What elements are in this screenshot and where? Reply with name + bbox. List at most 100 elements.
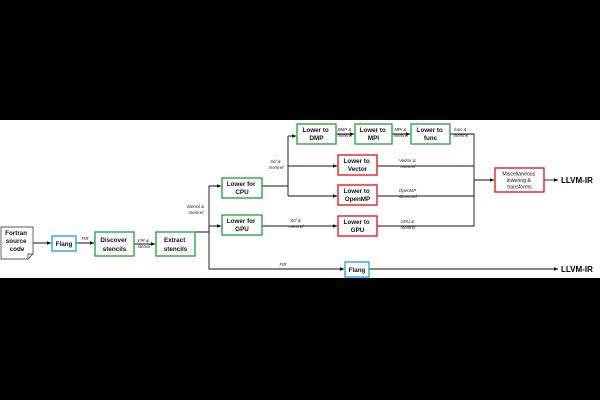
svg-text:Extract stencils: Extract stencils [164,237,188,253]
svg-text:GPU & memref: GPU & memref [401,219,417,230]
source-code-label: Fortran source code [5,230,29,253]
edge-fork-lower-cpu [208,184,222,193]
node-flang-backend: Flang [344,261,370,278]
svg-text:Lower to DMP: Lower to DMP [303,127,331,142]
node-lower-for-cpu: Lower for CPU [221,177,263,199]
svg-text:MPI & memref: MPI & memref [394,127,410,138]
svg-text:Lower to OpenMP: Lower to OpenMP [344,188,372,203]
output-llvm-ir-flang: LLVM-IR [561,265,593,274]
edge-label-fir-stencil: FIR & [138,238,149,243]
node-lower-to-func: Lower to func [410,123,451,145]
node-label: func [424,135,438,142]
output-llvm-ir-cpu-gpu: LLVM-IR [561,176,593,185]
edge-func-merge [450,133,475,166]
svg-text:Lower for CPU: Lower for CPU [227,181,257,196]
edge-label-vector-memref: memref [401,164,417,169]
svg-text:FIR: FIR [81,236,89,241]
edge-extract-flang2 [208,232,345,271]
node-label: Flang [56,241,73,248]
svg-text:OpenMP &memref: OpenMP &memref [399,188,418,199]
edge-label-fir: FIR [81,236,89,241]
node-box [51,235,77,252]
edge-label-dmp-memref: memref [338,133,354,138]
node-lower-to-openmp: Lower to OpenMP [337,184,378,206]
svg-text:Flang: Flang [56,241,73,248]
svg-text:Lower to GPU: Lower to GPU [344,219,372,234]
node-label: Lower to [344,219,370,226]
edge-label-scf-memref-gpu: Scf & [290,218,301,223]
edge-label-func-memref: func & [454,127,467,132]
edge-label-vector-memref: Vector & [399,158,416,163]
edge-togpu-merge [377,181,475,227]
svg-text:FIR & stencil: FIR & stencil [138,238,151,249]
node-label: lowering & [507,178,532,184]
node-lower-to-vector: Lower to Vector [337,154,378,176]
svg-text:Lower to Vector: Lower to Vector [344,158,372,173]
node-lower-to-gpu: Lower to GPU [337,215,378,237]
node-label: Discover [100,237,127,244]
node-lower-to-mpi: Lower to MPI [354,123,393,145]
node-label: Lower to [360,127,386,134]
edge-labels: FIR FIR & stencil Stencil & memref Scf &… [81,127,469,267]
svg-text:Vector & memref: Vector & memref [399,158,417,169]
edge-label-mpi-memref: memref [394,133,410,138]
svg-text:DMP & memref: DMP & memref [338,127,354,138]
node-label: MPI [368,135,379,142]
node-label: Lower to [417,127,443,134]
node-lower-for-gpu: Lower for GPU [221,214,263,236]
node-flang-frontend: Flang [51,235,77,252]
node-label: CPU [235,189,249,196]
edge-label-scf-memref-cpu: memref [269,165,285,170]
edge-label-func-memref: memref [454,133,470,138]
edge-label-fir-stencil: stencil [138,244,151,249]
node-label: GPU [235,226,249,233]
svg-text:func & memref: func & memref [454,127,470,138]
edge-label-gpu-memref: memref [401,225,417,230]
svg-text:Stencil & memref: Stencil & memref [187,204,206,215]
node-extract-stencils: Extract stencils [155,231,196,257]
source-code-node: Fortran source code [0,226,34,260]
svg-text:Scf & memref: Scf & memref [289,218,305,229]
edge-fork-lower-gpu [208,224,222,232]
edge-label-scf-memref-cpu: Scf & [270,159,281,164]
svg-text:Discover stencils: Discover stencils [100,237,128,253]
edge-label-mpi-memref: MPI & [394,127,406,132]
node-label: Lower to [303,127,329,134]
edge-label-fir-bypass: FIR [279,262,287,267]
node-label: Vector [348,166,368,173]
node-lower-to-dmp: Lower to DMP [296,123,337,145]
node-label: Miscellaneous [502,172,535,178]
node-label: Lower for [227,181,256,188]
node-label: transforms [507,185,532,191]
edge-label-openmp-memref: &memref [399,194,418,199]
edge-label-openmp-memref: OpenMP [399,188,416,193]
svg-text:Lower to func: Lower to func [417,127,445,142]
svg-text:Lower for GPU: Lower for GPU [227,218,257,233]
svg-text:Lower to MPI: Lower to MPI [360,127,388,142]
edge-label-dmp-memref: DMP & [338,127,352,132]
edge-label-scf-memref-gpu: memref [289,224,305,229]
source-line: Fortran [5,230,27,237]
node-misc-lowering: Miscellaneous lowering & transforms [494,167,545,193]
svg-text:Scf & memref: Scf & memref [269,159,285,170]
node-label: GPU [351,227,365,234]
node-label: Lower to [344,188,370,195]
node-label: stencils [103,246,127,253]
svg-text:FIR: FIR [279,262,287,267]
edges [33,132,559,271]
node-label: Lower to [344,158,370,165]
source-line: code [10,246,25,253]
edge-label-stencil-memref: Stencil & [187,204,204,209]
node-label: Lower for [227,218,256,225]
node-label: stencils [164,246,188,253]
node-label: Extract [164,237,186,244]
svg-text:Flang: Flang [349,267,366,274]
node-label: DMP [310,135,324,142]
svg-text:Miscellaneous lowering: Miscellaneous lowering & transforms [502,172,536,191]
source-line: source [6,238,27,245]
edge-label-stencil-memref: memref [189,210,205,215]
node-label: Flang [349,267,366,274]
node-label: OpenMP [345,196,371,203]
